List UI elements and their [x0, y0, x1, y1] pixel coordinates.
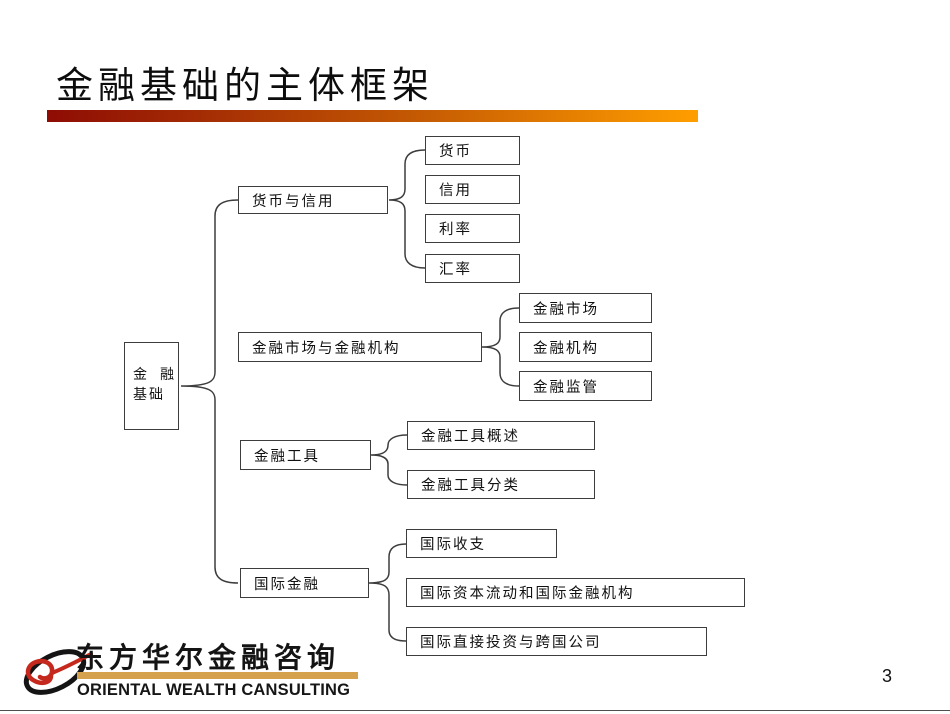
connector-branch1-brace — [388, 149, 426, 269]
connector-branch3-brace — [370, 434, 408, 486]
diagram-node-branch-international: 国际金融 — [240, 568, 369, 598]
diagram-node-branch-instruments: 金融工具 — [240, 440, 371, 470]
footer-divider — [0, 710, 950, 711]
diagram-node-root: 金 融 基础 — [124, 342, 179, 430]
connector-branch4-brace — [368, 543, 407, 642]
diagram-node-leaf-financial-markets: 金融市场 — [519, 293, 652, 323]
title-accent-bar — [47, 110, 698, 122]
diagram-node-leaf-instruments-overview: 金融工具概述 — [407, 421, 595, 450]
company-logo: 东方华尔金融咨询 ORIENTAL WEALTH CANSULTING — [14, 632, 374, 706]
diagram-node-leaf-fdi-multinationals: 国际直接投资与跨国公司 — [406, 627, 707, 656]
diagram-node-leaf-capital-flows: 国际资本流动和国际金融机构 — [406, 578, 745, 607]
diagram-node-leaf-exchange-rate: 汇率 — [425, 254, 520, 283]
diagram-node-branch-currency-credit: 货币与信用 — [238, 186, 388, 214]
connector-root-brace — [180, 199, 239, 584]
diagram-node-leaf-financial-institutions: 金融机构 — [519, 332, 652, 362]
page-title: 金融基础的主体框架 — [56, 66, 434, 107]
diagram-node-leaf-financial-regulation: 金融监管 — [519, 371, 652, 401]
diagram-node-branch-markets-institutions: 金融市场与金融机构 — [238, 332, 482, 362]
logo-gold-bar — [77, 672, 358, 679]
diagram-node-leaf-credit: 信用 — [425, 175, 520, 204]
root-label-line2: 基础 — [133, 388, 165, 403]
connector-branch2-brace — [481, 307, 520, 387]
company-name-chinese: 东方华尔金融咨询 — [76, 642, 341, 673]
root-label-line1: 金 融 — [133, 368, 176, 383]
diagram-node-leaf-currency: 货币 — [425, 136, 520, 165]
page-number: 3 — [881, 666, 892, 686]
company-name-english: ORIENTAL WEALTH CANSULTING — [77, 680, 351, 699]
diagram-node-leaf-interest-rate: 利率 — [425, 214, 520, 243]
diagram-node-leaf-balance-of-payments: 国际收支 — [406, 529, 557, 558]
company-logo-icon — [23, 649, 93, 695]
diagram-node-leaf-instruments-classification: 金融工具分类 — [407, 470, 595, 499]
